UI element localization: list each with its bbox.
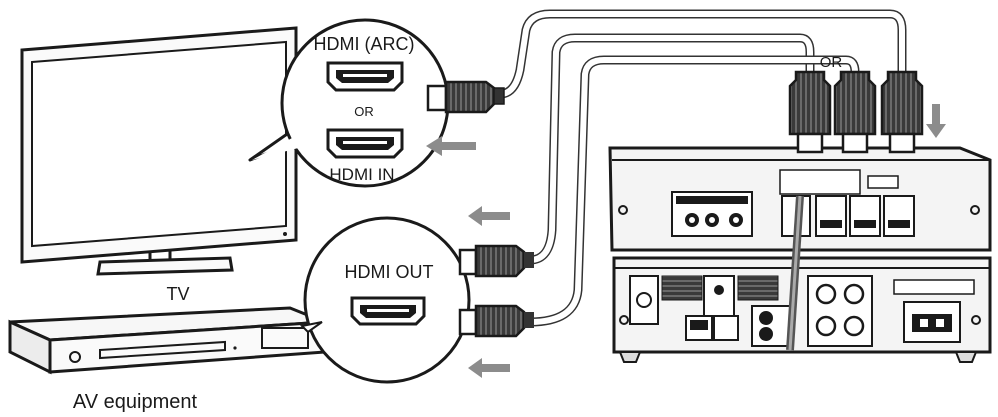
hdmi-in-port — [326, 128, 404, 159]
label-tv: TV — [166, 284, 189, 304]
label-av-equipment: AV equipment — [73, 391, 198, 413]
label-or-top: OR — [820, 54, 843, 71]
av-hdmi-plug-1 — [458, 244, 534, 278]
label-hdmi-in: HDMI IN — [329, 165, 394, 184]
av-display-window — [261, 327, 309, 349]
arrow-into-tv-icon — [426, 136, 476, 156]
av-equipment — [8, 306, 327, 375]
label-hdmi-out: HDMI OUT — [345, 262, 434, 282]
hdmi-out-port — [350, 296, 426, 326]
tv-hdmi-plug — [426, 80, 505, 114]
av-hdmi-callout: HDMI OUT — [299, 216, 471, 384]
tv-power-led — [283, 232, 287, 236]
arrow-into-receiver-icon — [926, 104, 946, 138]
av-disc-slot — [99, 340, 226, 360]
receiver-hdmi-plug-middle — [833, 70, 877, 154]
arrow-into-av-top-icon — [468, 206, 510, 226]
tv — [20, 26, 298, 276]
hdmi-arc-port — [326, 61, 404, 92]
label-or-tv: OR — [354, 104, 374, 119]
label-hdmi-arc: HDMI (ARC) — [314, 34, 415, 54]
tv-stand-base — [96, 256, 234, 276]
av-hdmi-plug-2 — [458, 304, 534, 338]
receiver-hdmi-plug-left — [788, 70, 832, 154]
hdmi-cables — [495, 9, 907, 327]
tv-hdmi-callout: HDMI (ARC) OR HDMI IN — [248, 18, 450, 188]
receiver-hdmi-plug-right — [880, 70, 924, 154]
receiver-unit — [608, 146, 992, 363]
av-power-button — [69, 351, 81, 363]
arrow-into-av-bottom-icon — [468, 358, 510, 378]
